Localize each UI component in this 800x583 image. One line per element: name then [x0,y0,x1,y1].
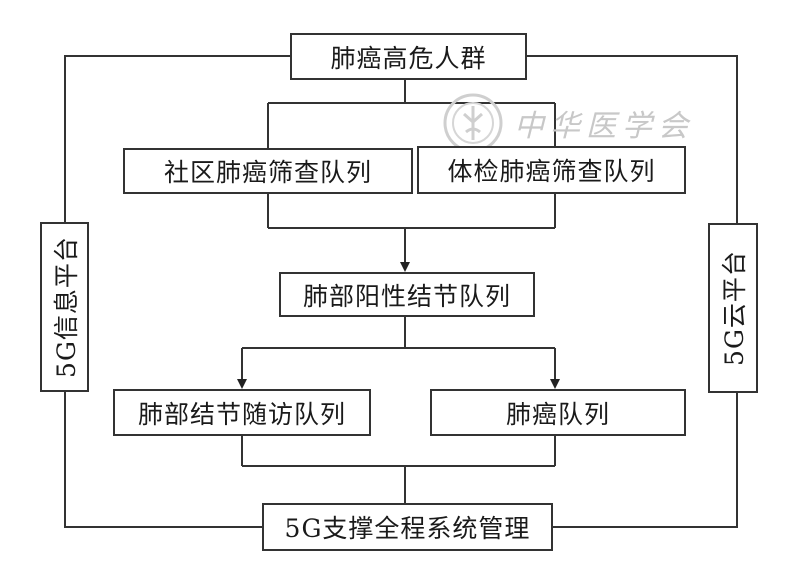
node-positive-nodule: 肺部阳性结节队列 [279,272,535,317]
outer-loop-line [64,55,290,528]
node-community-screening: 社区肺癌筛查队列 [123,148,413,194]
node-physical-exam-screening: 体检肺癌筛查队列 [417,146,686,194]
node-high-risk: 肺癌高危人群 [290,33,527,80]
node-info-platform: 5G信息平台 [40,222,89,392]
node-support-system: 5G支撑全程系统管理 [262,503,553,551]
node-lung-cancer: 肺癌队列 [430,389,686,436]
info-platform-label: 5G信息平台 [51,236,81,378]
node-cloud-platform: 5G云平台 [708,223,758,393]
node-nodule-followup: 肺部结节随访队列 [113,389,371,436]
outer-loop-line-right [527,55,738,528]
cloud-platform-label: 5G云平台 [720,250,750,366]
